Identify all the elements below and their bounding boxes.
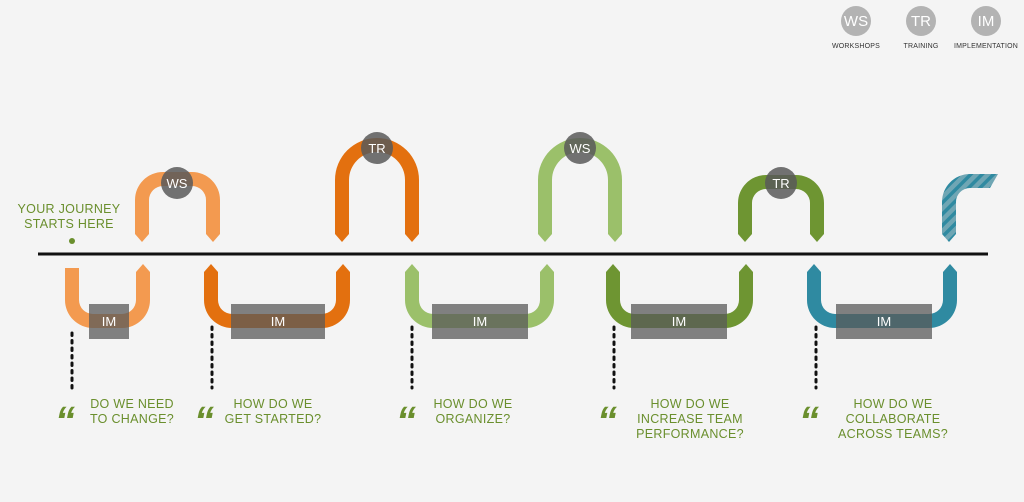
question-line: COLLABORATE bbox=[846, 412, 941, 426]
legend-label: WORKSHOPS bbox=[832, 43, 880, 50]
im-box bbox=[836, 304, 932, 339]
legend-item-workshops: WS WORKSHOPS bbox=[832, 6, 880, 50]
im-label: IM bbox=[672, 314, 686, 329]
quote-icon: “ bbox=[55, 399, 75, 443]
arch-badge: WS bbox=[161, 167, 193, 199]
training-icon bbox=[361, 132, 393, 164]
question-line: HOW DO WE bbox=[433, 397, 512, 411]
legend-abbr: IM bbox=[978, 13, 995, 30]
legend: WS WORKSHOPS TR TRAINING IM IMPLEMENTATI… bbox=[832, 6, 1018, 50]
arch-badge: TR bbox=[361, 132, 393, 164]
question-line: ACROSS TEAMS? bbox=[838, 427, 948, 441]
im-box bbox=[231, 304, 325, 339]
workshop-icon bbox=[564, 132, 596, 164]
legend-item-training: TR TRAINING bbox=[903, 6, 938, 50]
arch-badge-label: WS bbox=[167, 176, 188, 191]
question-line: DO WE NEED bbox=[90, 397, 174, 411]
im-label: IM bbox=[271, 314, 285, 329]
questions: “ DO WE NEED TO CHANGE? “ HOW DO WE GET … bbox=[55, 397, 948, 443]
im-label: IM bbox=[102, 314, 116, 329]
im-box bbox=[89, 304, 129, 339]
workshops-icon bbox=[841, 6, 871, 36]
quote-icon: “ bbox=[799, 399, 819, 443]
question-line: INCREASE TEAM bbox=[637, 412, 743, 426]
arch-training-1 bbox=[335, 138, 419, 242]
training-icon bbox=[765, 167, 797, 199]
question-3: “ HOW DO WE ORGANIZE? bbox=[396, 397, 512, 443]
workshop-icon bbox=[161, 167, 193, 199]
implementation-boxes: IM IM IM IM IM bbox=[89, 304, 932, 339]
question-line: GET STARTED? bbox=[225, 412, 322, 426]
question-2: “ HOW DO WE GET STARTED? bbox=[194, 397, 321, 443]
arch-badge: WS bbox=[564, 132, 596, 164]
question-5: “ HOW DO WE COLLABORATE ACROSS TEAMS? bbox=[799, 397, 948, 443]
im-label: IM bbox=[877, 314, 891, 329]
quote-icon: “ bbox=[194, 399, 214, 443]
arch-badge-label: TR bbox=[772, 176, 789, 191]
legend-abbr: TR bbox=[911, 13, 931, 30]
im-label: IM bbox=[473, 314, 487, 329]
arch-badges: WS TR WS TR bbox=[161, 132, 797, 199]
journey-start: YOUR JOURNEY STARTS HERE bbox=[18, 202, 121, 244]
question-line: ORGANIZE? bbox=[436, 412, 511, 426]
question-line: HOW DO WE bbox=[233, 397, 312, 411]
question-1: “ DO WE NEED TO CHANGE? bbox=[55, 397, 174, 443]
quote-icon: “ bbox=[396, 399, 416, 443]
legend-abbr: WS bbox=[844, 13, 868, 30]
legend-item-implementation: IM IMPLEMENTATION bbox=[954, 6, 1018, 50]
start-dot bbox=[69, 238, 75, 244]
arch-workshop-2 bbox=[538, 138, 622, 242]
dotted-connectors bbox=[70, 325, 818, 390]
start-line-2: STARTS HERE bbox=[24, 217, 114, 231]
arch-badge-label: WS bbox=[570, 141, 591, 156]
question-line: HOW DO WE bbox=[650, 397, 729, 411]
start-line-1: YOUR JOURNEY bbox=[18, 202, 121, 216]
arch-badge: TR bbox=[765, 167, 797, 199]
legend-label: IMPLEMENTATION bbox=[954, 43, 1018, 50]
question-4: “ HOW DO WE INCREASE TEAM PERFORMANCE? bbox=[597, 397, 744, 443]
question-line: HOW DO WE bbox=[853, 397, 932, 411]
implementation-icon bbox=[971, 6, 1001, 36]
training-icon bbox=[906, 6, 936, 36]
arch-badge-label: TR bbox=[368, 141, 385, 156]
im-box bbox=[631, 304, 727, 339]
arch-future-hatched bbox=[942, 174, 998, 242]
quote-icon: “ bbox=[597, 399, 617, 443]
im-box bbox=[432, 304, 528, 339]
legend-label: TRAINING bbox=[903, 43, 938, 50]
question-line: PERFORMANCE? bbox=[636, 427, 744, 441]
question-line: TO CHANGE? bbox=[90, 412, 174, 426]
